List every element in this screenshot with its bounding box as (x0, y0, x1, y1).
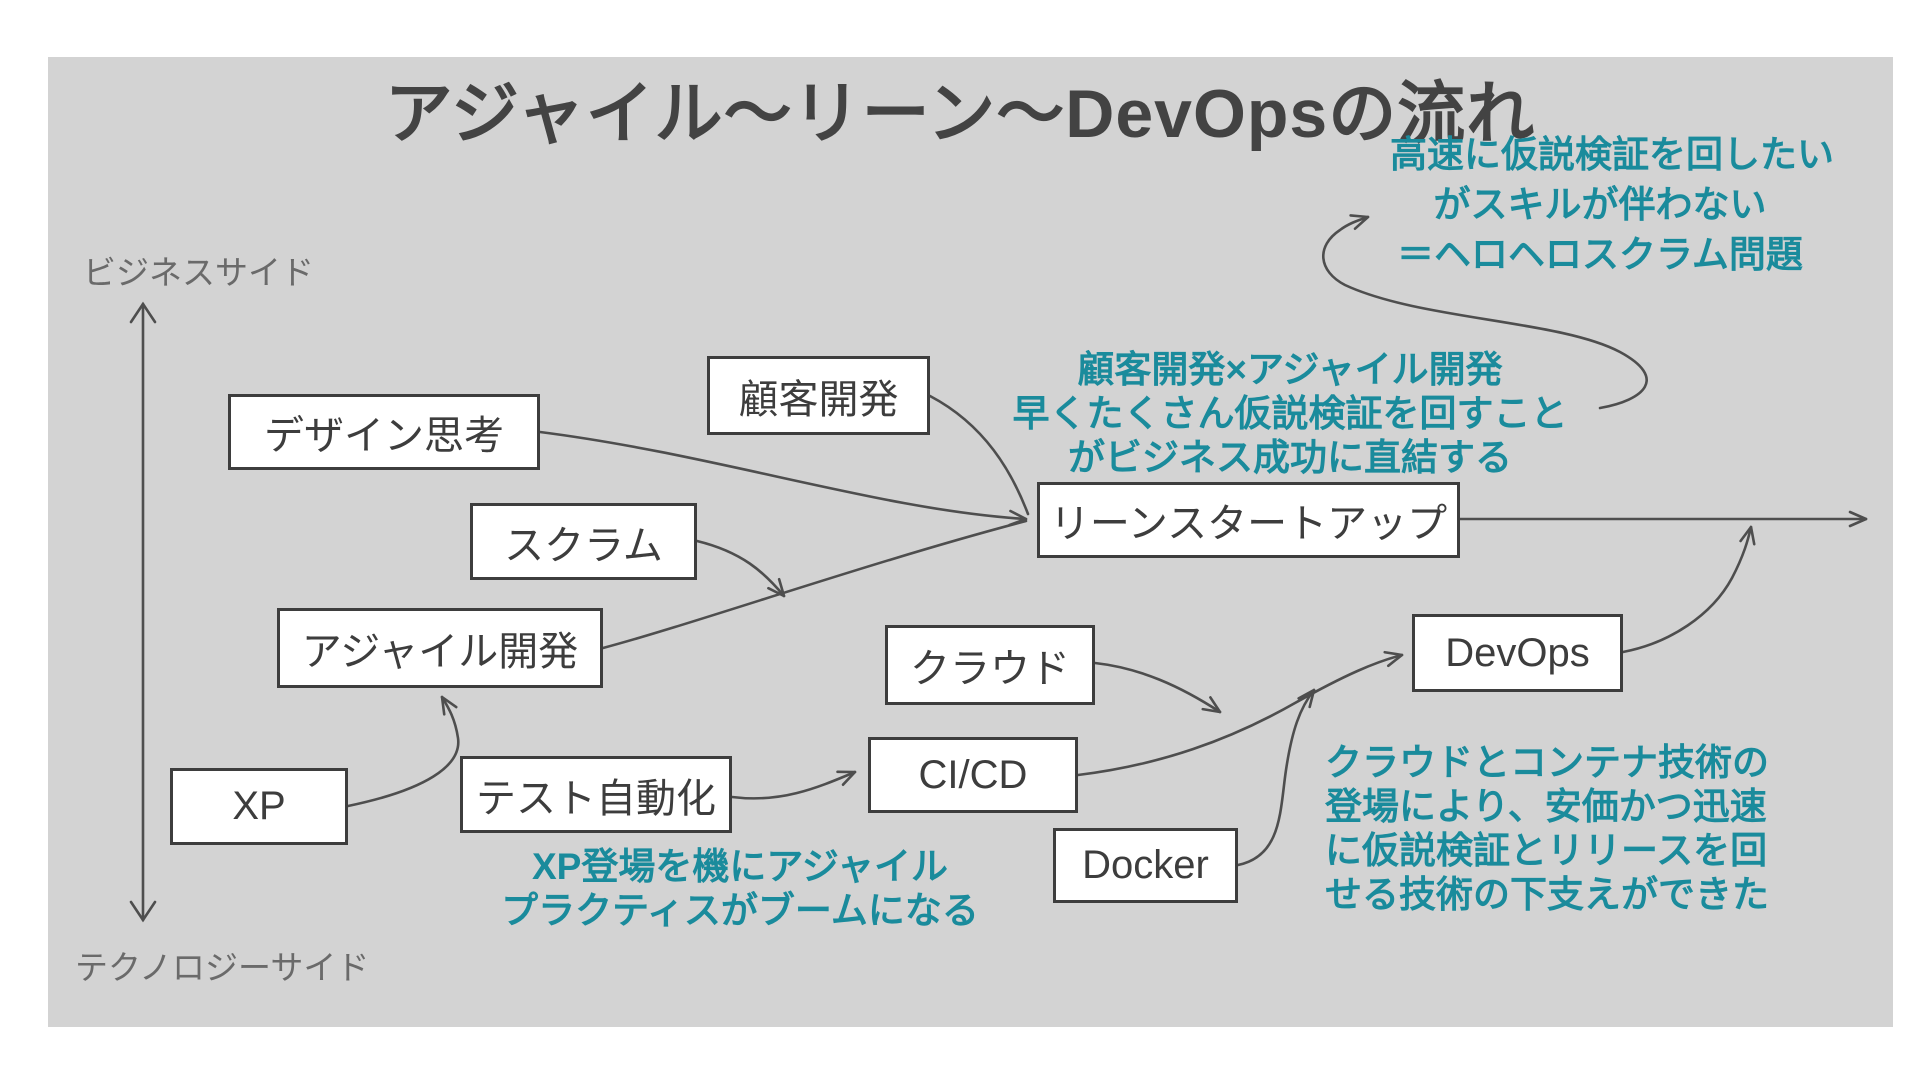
annotation-line: 早くたくさん仮説検証を回すこと (1012, 393, 1568, 434)
arrow-squiggle-to-herohero (1322, 214, 1648, 410)
node-docker: Docker (1053, 828, 1238, 903)
annotation-line: 登場により、安価かつ迅速 (1325, 786, 1767, 827)
axis-label-technology-side: テクノロジーサイド (75, 949, 370, 986)
annotation-lean-success: 顧客開発×アジャイル開発 早くたくさん仮説検証を回すこと がビジネス成功に直結す… (990, 348, 1590, 480)
annotation-line: せる技術の下支えができた (1325, 874, 1769, 915)
arrow-customer-to-lean (928, 394, 1030, 516)
arrow-scrum-merge (695, 539, 786, 598)
annotation-line: XP登場を機にアジャイル (531, 846, 949, 887)
node-scrum: スクラム (470, 503, 697, 580)
axis-arrowhead-up (129, 301, 157, 324)
node-lean-startup: リーンスタートアップ (1037, 482, 1460, 558)
arrow-test-to-cicd (730, 770, 857, 800)
node-devops: DevOps (1412, 614, 1623, 692)
node-cloud: クラウド (885, 625, 1095, 705)
node-test-automation: テスト自動化 (460, 756, 732, 833)
annotation-line: がスキルが伴わない (1433, 184, 1767, 225)
annotation-xp-boom: XP登場を機にアジャイル プラクティスがブームになる (495, 845, 985, 933)
arrow-design-to-lean (538, 430, 1028, 527)
annotation-line: がビジネス成功に直結する (1068, 437, 1512, 478)
arrow-cicd-to-devops (1076, 650, 1404, 777)
node-xp: XP (170, 768, 348, 845)
annotation-line: 顧客開発×アジャイル開発 (1077, 349, 1503, 390)
annotation-line: プラクティスがブームになる (501, 890, 979, 931)
axis-label-business-side: ビジネスサイド (83, 254, 314, 291)
annotation-line: クラウドとコンテナ技術の (1325, 742, 1769, 783)
diagram-title: アジャイル〜リーン〜DevOpsの流れ (384, 76, 1536, 152)
node-cicd: CI/CD (868, 737, 1078, 813)
background-panel (48, 57, 1893, 1027)
node-design-thinking: デザイン思考 (228, 394, 540, 470)
arrow-devops-to-line (1621, 525, 1756, 654)
arrow-agile-to-lean (601, 519, 1028, 650)
annotation-line: 高速に仮説検証を回したい (1390, 134, 1834, 175)
arrow-xp-to-agile (346, 695, 460, 808)
arrow-cloud-merge (1093, 661, 1222, 714)
annotation-line: に仮説検証とリリースを回 (1325, 830, 1768, 871)
annotation-cloud-container: クラウドとコンテナ技術の 登場により、安価かつ迅速 に仮説検証とリリースを回 せ… (1325, 741, 1785, 917)
node-customer-development: 顧客開発 (707, 356, 930, 435)
axis-arrowhead-down (129, 900, 157, 923)
annotation-hero-hero-scrum: 高速に仮説検証を回したい がスキルが伴わない ＝ヘロヘロスクラム問題 (1390, 130, 1834, 280)
node-agile-development: アジャイル開発 (277, 608, 603, 688)
annotation-line: ＝ヘロヘロスクラム問題 (1397, 234, 1803, 275)
arrow-docker-merge (1236, 688, 1316, 867)
